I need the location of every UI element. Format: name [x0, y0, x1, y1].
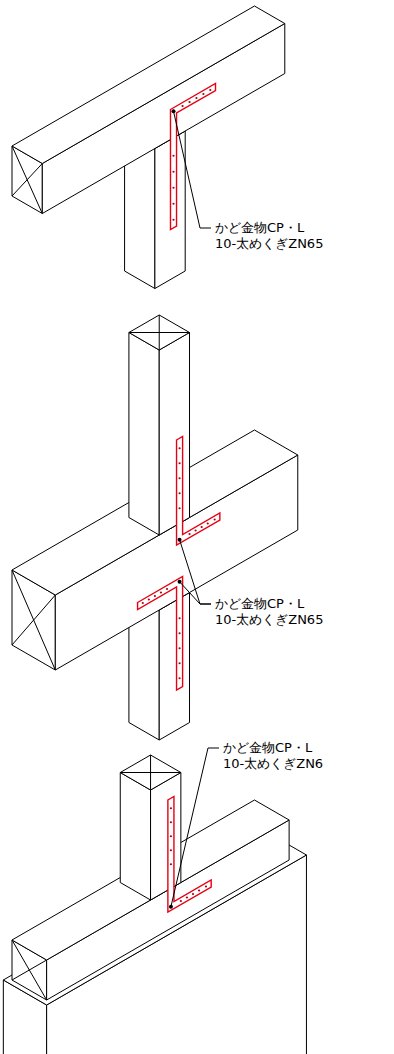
nail-hole [202, 93, 204, 95]
callout-label: かど金物CP・L10-太めくぎZN6 [222, 740, 324, 772]
nail-spec: 10-太めくぎZN65 [214, 236, 324, 252]
nail-hole [205, 885, 207, 887]
column-face [129, 315, 190, 350]
leader-dot [178, 538, 182, 542]
nail-hole [188, 101, 190, 103]
corner-plates [138, 84, 220, 913]
nail-hole [178, 462, 180, 464]
cut-end-mark [150, 755, 151, 790]
nail-hole [201, 526, 203, 528]
plate-outline [138, 577, 183, 691]
nail-hole [178, 617, 180, 619]
nail-hole [172, 155, 174, 157]
nail-hole [170, 821, 172, 823]
nail-hole [186, 896, 188, 898]
column-face [129, 333, 159, 536]
nail-hole [192, 893, 194, 895]
leader-line [174, 111, 211, 228]
nail-hole [207, 522, 209, 524]
nail-hole [172, 171, 174, 173]
nail-hole [180, 900, 182, 902]
nail-hole [178, 492, 180, 494]
corner-plate [177, 437, 220, 546]
nail-hole [178, 647, 180, 649]
nail-hole [170, 835, 172, 837]
nail-hole [170, 849, 172, 851]
leader-lines [169, 109, 219, 909]
nail-hole [209, 89, 211, 91]
nail-hole [172, 219, 174, 221]
leader-line [180, 540, 211, 604]
nail-hole [178, 507, 180, 509]
nail-hole [195, 97, 197, 99]
callout-label: かど金物CP・L10-太めくぎZN65 [214, 220, 324, 252]
nail-hole [142, 602, 144, 604]
leader-line [171, 748, 219, 907]
leader-line [180, 582, 211, 604]
cut-end-mark [159, 315, 160, 350]
nail-hole [154, 595, 156, 597]
plate-outline [177, 437, 220, 546]
part-name: かど金物CP・L [222, 740, 324, 756]
nail-spec: 10-太めくぎZN6 [222, 756, 324, 772]
corner-plate [170, 84, 215, 230]
corner-plate [168, 797, 211, 913]
column-face [159, 333, 189, 536]
column-face [151, 773, 181, 901]
column-face [120, 773, 150, 901]
nail-hole [178, 662, 180, 664]
nail-hole [178, 447, 180, 449]
plate-outline [168, 797, 211, 913]
nail-hole [160, 591, 162, 593]
column-face [120, 755, 181, 790]
nail-hole [172, 203, 174, 205]
part-name: かど金物CP・L [214, 596, 324, 612]
nail-hole [170, 807, 172, 809]
timber-members [3, 6, 306, 1054]
nail-hole [214, 518, 216, 520]
leader-dot [172, 109, 176, 113]
nail-spec: 10-太めくぎZN65 [214, 612, 324, 628]
nail-hole [172, 187, 174, 189]
nail-hole [188, 533, 190, 535]
leader-dot [178, 580, 182, 584]
column-face [159, 593, 189, 741]
nail-hole [198, 889, 200, 891]
nail-hole [148, 598, 150, 600]
callout-label: かど金物CP・L10-太めくぎZN65 [214, 596, 324, 628]
beam [12, 6, 285, 214]
beam-face [12, 6, 285, 164]
nail-hole [166, 588, 168, 590]
nail-hole [178, 632, 180, 634]
nail-hole [182, 105, 184, 107]
nail-hole [170, 863, 172, 865]
nail-hole [178, 477, 180, 479]
leader-dot [169, 905, 173, 909]
nail-hole [178, 677, 180, 679]
corner-plate [138, 577, 183, 691]
part-name: かど金物CP・L [214, 220, 324, 236]
nail-hole [194, 529, 196, 531]
plate-outline [170, 84, 215, 230]
